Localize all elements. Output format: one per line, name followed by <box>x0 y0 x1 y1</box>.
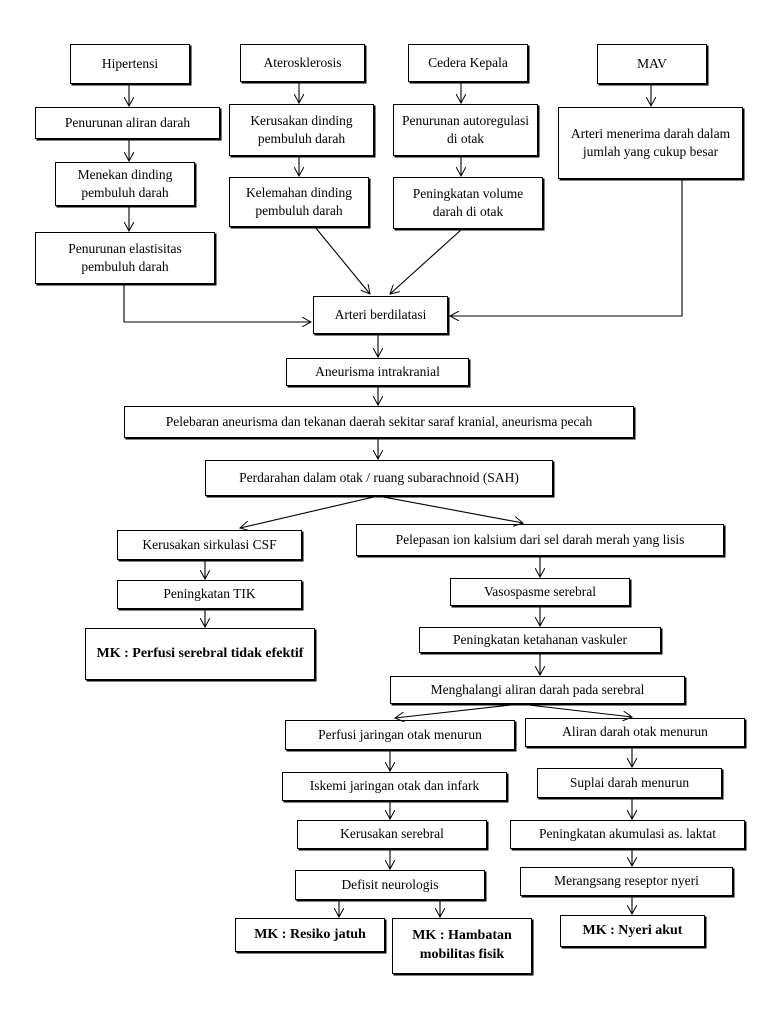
node-mk-hambatan-mobilitas: MK : Hambatan mobilitas fisik <box>392 918 532 974</box>
node-penurunan-elastisitas: Penurunan elastisitas pembuluh darah <box>35 232 215 284</box>
node-vasospasme-serebral: Vasospasme serebral <box>450 578 630 606</box>
arrow <box>377 495 523 523</box>
node-kelemahan-dinding: Kelemahan dinding pembuluh darah <box>229 177 369 227</box>
node-kerusakan-serebral: Kerusakan serebral <box>297 820 487 849</box>
node-arteri-berdilatasi: Arteri berdilatasi <box>313 296 448 334</box>
node-merangsang-reseptor: Merangsang reseptor nyeri <box>520 867 733 896</box>
arrow <box>314 226 370 294</box>
node-suplai-darah-menurun: Suplai darah menurun <box>537 768 722 798</box>
node-mk-nyeri-akut: MK : Nyeri akut <box>560 915 705 947</box>
node-mav: MAV <box>597 44 707 84</box>
node-cedera-kepala: Cedera Kepala <box>408 44 528 82</box>
node-iskemi-jaringan: Iskemi jaringan otak dan infark <box>282 772 507 801</box>
node-mk-resiko-jatuh: MK : Resiko jatuh <box>235 918 385 952</box>
node-peningkatan-tik: Peningkatan TIK <box>117 580 302 609</box>
arrow <box>519 703 632 717</box>
node-defisit-neurologis: Defisit neurologis <box>295 870 485 900</box>
node-hipertensi: Hipertensi <box>70 44 190 84</box>
node-perdarahan-sah: Perdarahan dalam otak / ruang subarachno… <box>205 460 553 496</box>
node-pelepasan-ion-kalsium: Pelepasan ion kalsium dari sel darah mer… <box>356 524 724 556</box>
node-mk-perfusi-serebral: MK : Perfusi serebral tidak efektif <box>85 628 315 680</box>
node-aterosklerosis: Aterosklerosis <box>240 44 365 82</box>
node-pelebaran-aneurisma: Pelebaran aneurisma dan tekanan daerah s… <box>124 406 634 438</box>
node-penurunan-aliran-darah: Penurunan aliran darah <box>35 107 220 139</box>
node-akumulasi-laktat: Peningkatan akumulasi as. laktat <box>510 820 745 849</box>
node-peningkatan-volume: Peningkatan volume darah di otak <box>393 177 543 229</box>
node-menghalangi-aliran: Menghalangi aliran darah pada serebral <box>390 676 685 704</box>
node-peningkatan-ketahanan: Peningkatan ketahanan vaskuler <box>419 627 661 653</box>
node-aneurisma-intrakranial: Aneurisma intrakranial <box>286 358 469 386</box>
node-arteri-menerima-darah: Arteri menerima darah dalam jumlah yang … <box>558 107 743 179</box>
node-kerusakan-dinding: Kerusakan dinding pembuluh darah <box>229 104 374 156</box>
arrow <box>123 284 311 322</box>
arrow <box>450 179 683 316</box>
node-kerusakan-sirkulasi-csf: Kerusakan sirkulasi CSF <box>117 530 302 560</box>
node-penurunan-autoregulasi: Penurunan autoregulasi di otak <box>393 104 538 156</box>
node-menekan-dinding: Menekan dinding pembuluh darah <box>55 162 195 206</box>
node-aliran-darah-menurun: Aliran darah otak menurun <box>525 718 745 747</box>
arrow <box>395 703 521 718</box>
arrow <box>390 228 463 294</box>
arrow <box>240 495 379 528</box>
